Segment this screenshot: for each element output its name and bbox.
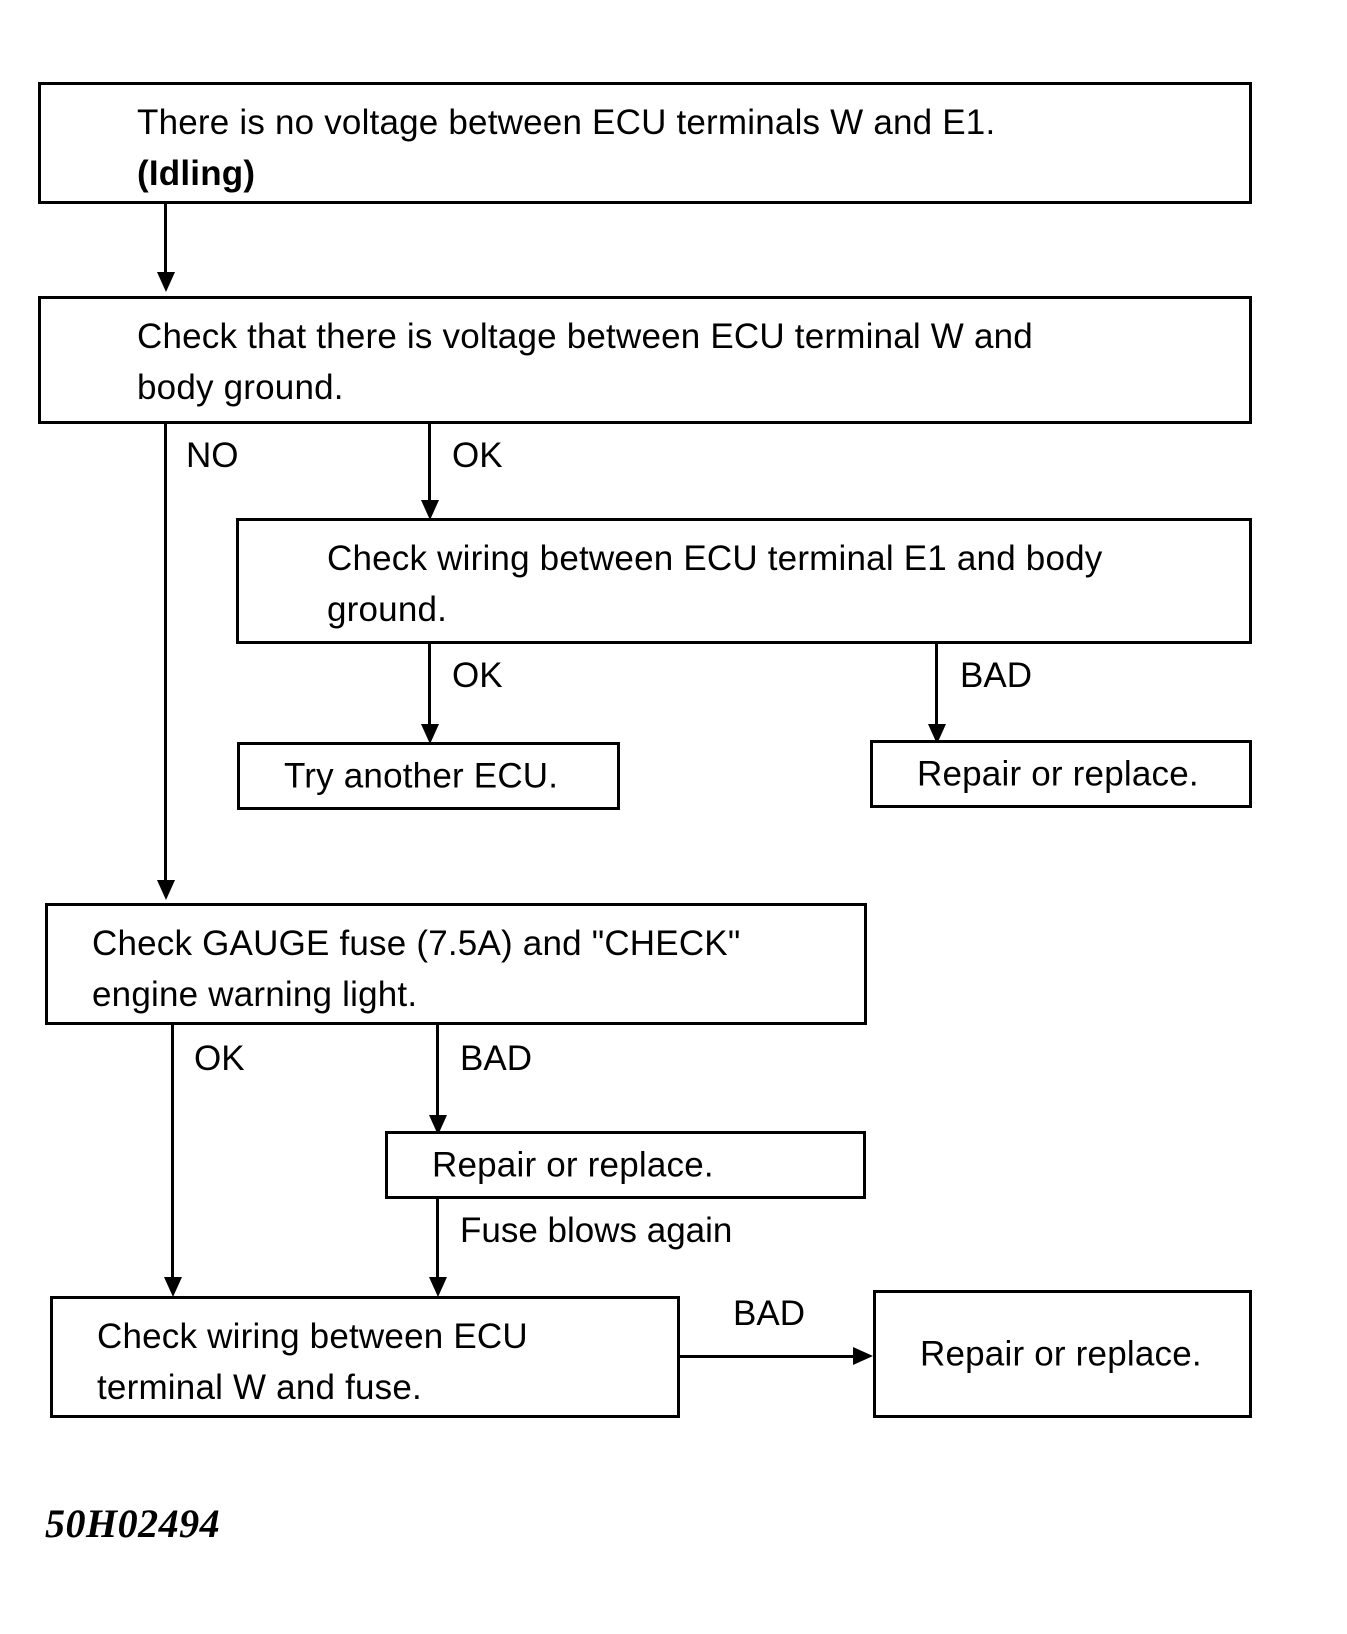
- node-try-another-ecu: Try another ECU.: [237, 742, 620, 810]
- edge-label-ok-mid: OK: [452, 656, 503, 695]
- node-check-wiring-w-fuse: Check wiring between ECU terminal W and …: [50, 1296, 680, 1418]
- node-no-voltage-text: There is no voltage between ECU terminal…: [41, 97, 1249, 199]
- arrowhead-ok-mid: [421, 724, 439, 744]
- edge-label-bad-mid: BAD: [960, 656, 1032, 695]
- node-try-another-ecu-text: Try another ECU.: [284, 756, 559, 796]
- arrowhead-fuse-blows-again: [429, 1277, 447, 1297]
- node-repair-or-replace-e1: Repair or replace.: [870, 740, 1252, 808]
- node-check-wiring-w-fuse-text: Check wiring between ECU terminal W and …: [97, 1317, 528, 1407]
- arrowhead-ok-top: [421, 500, 439, 520]
- node-no-voltage-line1: There is no voltage between ECU terminal…: [137, 103, 996, 142]
- edge-label-ok-gauge: OK: [194, 1039, 245, 1078]
- arrowhead-bad-mid: [928, 724, 946, 744]
- edge-label-bad-gauge: BAD: [460, 1039, 532, 1078]
- connector-fuse-blows-again: [436, 1199, 439, 1283]
- node-no-voltage-line2: (Idling): [137, 154, 256, 193]
- arrowhead-n1-n2: [157, 272, 175, 292]
- edge-label-bad-bottom: BAD: [733, 1294, 805, 1333]
- node-check-voltage-body-ground-text: Check that there is voltage between ECU …: [137, 317, 1033, 407]
- node-repair-or-replace-fuse: Repair or replace.: [385, 1131, 866, 1199]
- node-check-wiring-e1-text: Check wiring between ECU terminal E1 and…: [327, 539, 1103, 629]
- connector-bad-gauge: [436, 1025, 439, 1123]
- node-check-gauge-fuse-text: Check GAUGE fuse (7.5A) and "CHECK" engi…: [92, 924, 741, 1014]
- edge-label-ok-top: OK: [452, 436, 503, 475]
- edge-label-fuse-blows-again: Fuse blows again: [460, 1211, 733, 1250]
- connector-ok-top: [428, 424, 431, 506]
- node-repair-or-replace-wiring-text: Repair or replace.: [920, 1334, 1202, 1374]
- edge-label-no: NO: [186, 436, 239, 475]
- connector-no-branch: [164, 424, 167, 884]
- node-repair-or-replace-e1-text: Repair or replace.: [917, 754, 1199, 794]
- node-check-gauge-fuse: Check GAUGE fuse (7.5A) and "CHECK" engi…: [45, 903, 867, 1025]
- connector-bad-mid: [935, 644, 938, 730]
- node-repair-or-replace-wiring: Repair or replace.: [873, 1290, 1252, 1418]
- figure-caption: 50H02494: [45, 1501, 221, 1546]
- arrowhead-no-branch: [157, 880, 175, 900]
- connector-bad-bottom: [680, 1355, 855, 1358]
- node-no-voltage: There is no voltage between ECU terminal…: [38, 82, 1252, 204]
- connector-n1-n2: [164, 204, 167, 276]
- node-check-voltage-body-ground: Check that there is voltage between ECU …: [38, 296, 1252, 424]
- node-repair-or-replace-fuse-text: Repair or replace.: [432, 1145, 714, 1185]
- arrowhead-ok-gauge: [164, 1277, 182, 1297]
- arrowhead-bad-gauge: [429, 1115, 447, 1135]
- node-check-wiring-e1: Check wiring between ECU terminal E1 and…: [236, 518, 1252, 644]
- connector-ok-mid: [428, 644, 431, 730]
- connector-ok-gauge: [171, 1025, 174, 1283]
- arrowhead-bad-bottom: [853, 1347, 873, 1365]
